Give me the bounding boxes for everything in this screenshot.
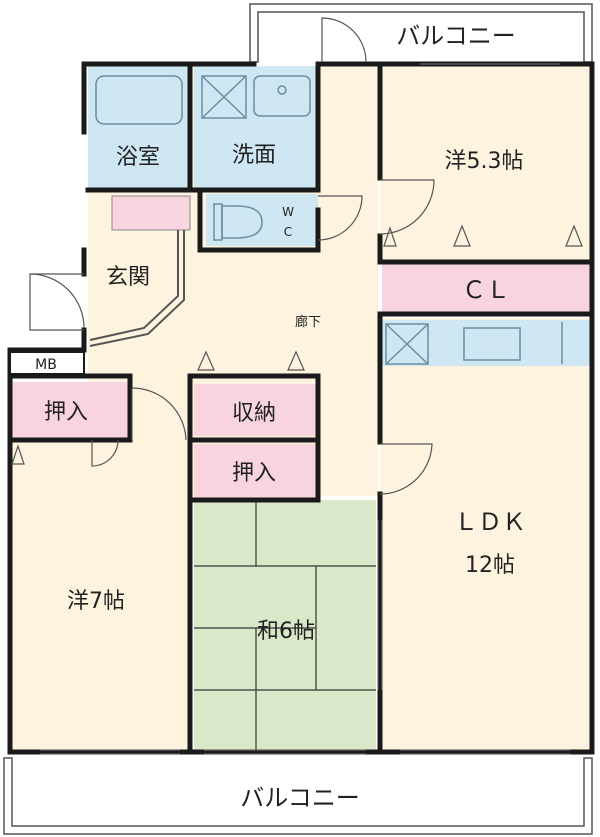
doors xyxy=(11,17,583,495)
storage-label: 収納 xyxy=(232,401,276,426)
entrance-label: 玄関 xyxy=(106,265,150,290)
walls xyxy=(7,61,595,755)
wc-label-w: W xyxy=(282,205,294,219)
closet-center xyxy=(194,444,316,498)
wash-basin xyxy=(253,75,311,117)
cl-label: ＣＬ xyxy=(462,276,510,304)
balcony-bottom-label: バルコニー xyxy=(240,784,360,812)
hallway-label: 廊下 xyxy=(295,314,321,330)
washroom-label: 洗面 xyxy=(232,143,276,168)
tatami-lines xyxy=(194,500,376,750)
ldk-door xyxy=(379,443,433,495)
windows xyxy=(40,63,570,755)
entrance-shelf xyxy=(111,195,191,231)
western-room-53-floor xyxy=(380,66,590,262)
ldk-floor xyxy=(380,318,590,750)
bathtub xyxy=(95,75,183,125)
bath-label: 浴室 xyxy=(116,145,160,170)
washroom-floor xyxy=(194,66,318,188)
closet-left-label: 押入 xyxy=(44,400,88,425)
balcony-top-label: バルコニー xyxy=(396,22,516,50)
japanese-room-floor xyxy=(194,500,376,750)
closet-left xyxy=(10,382,128,438)
storage xyxy=(194,384,316,436)
wc-door xyxy=(317,195,363,241)
entrance-wall xyxy=(89,230,185,347)
western-53-label: 洋5.3帖 xyxy=(445,149,524,174)
toilet-icon xyxy=(221,205,263,239)
kitchen-range-icon xyxy=(385,323,429,365)
western-7-door xyxy=(131,387,187,441)
wc-label-c: C xyxy=(284,225,292,239)
balcony-bottom-area xyxy=(3,757,593,835)
mb-label: MB xyxy=(35,357,57,373)
bath-floor xyxy=(88,66,190,188)
front-door xyxy=(29,273,85,331)
japanese-6-label: 和6帖 xyxy=(257,619,315,644)
mb-box xyxy=(9,351,85,375)
closets xyxy=(10,195,590,498)
kitchen-counter xyxy=(380,320,590,366)
labels: バルコニー バルコニー 浴室 洗面 W C 玄関 廊下 MB 押入 収納 押入 … xyxy=(9,22,526,812)
ldk-label: ＬＤＫ xyxy=(454,508,526,536)
western-7-label: 洋7帖 xyxy=(67,589,125,614)
kitchen-sink xyxy=(463,327,521,361)
cl-closet xyxy=(382,262,590,312)
fixtures xyxy=(95,75,563,365)
washroom-drain-icon xyxy=(201,75,247,119)
western-room-7-floor xyxy=(10,440,190,750)
closet-door-left xyxy=(91,439,119,467)
closet-center-label: 押入 xyxy=(232,461,276,486)
balcony-door xyxy=(321,17,367,63)
ldk-size-label: 12帖 xyxy=(465,553,515,578)
